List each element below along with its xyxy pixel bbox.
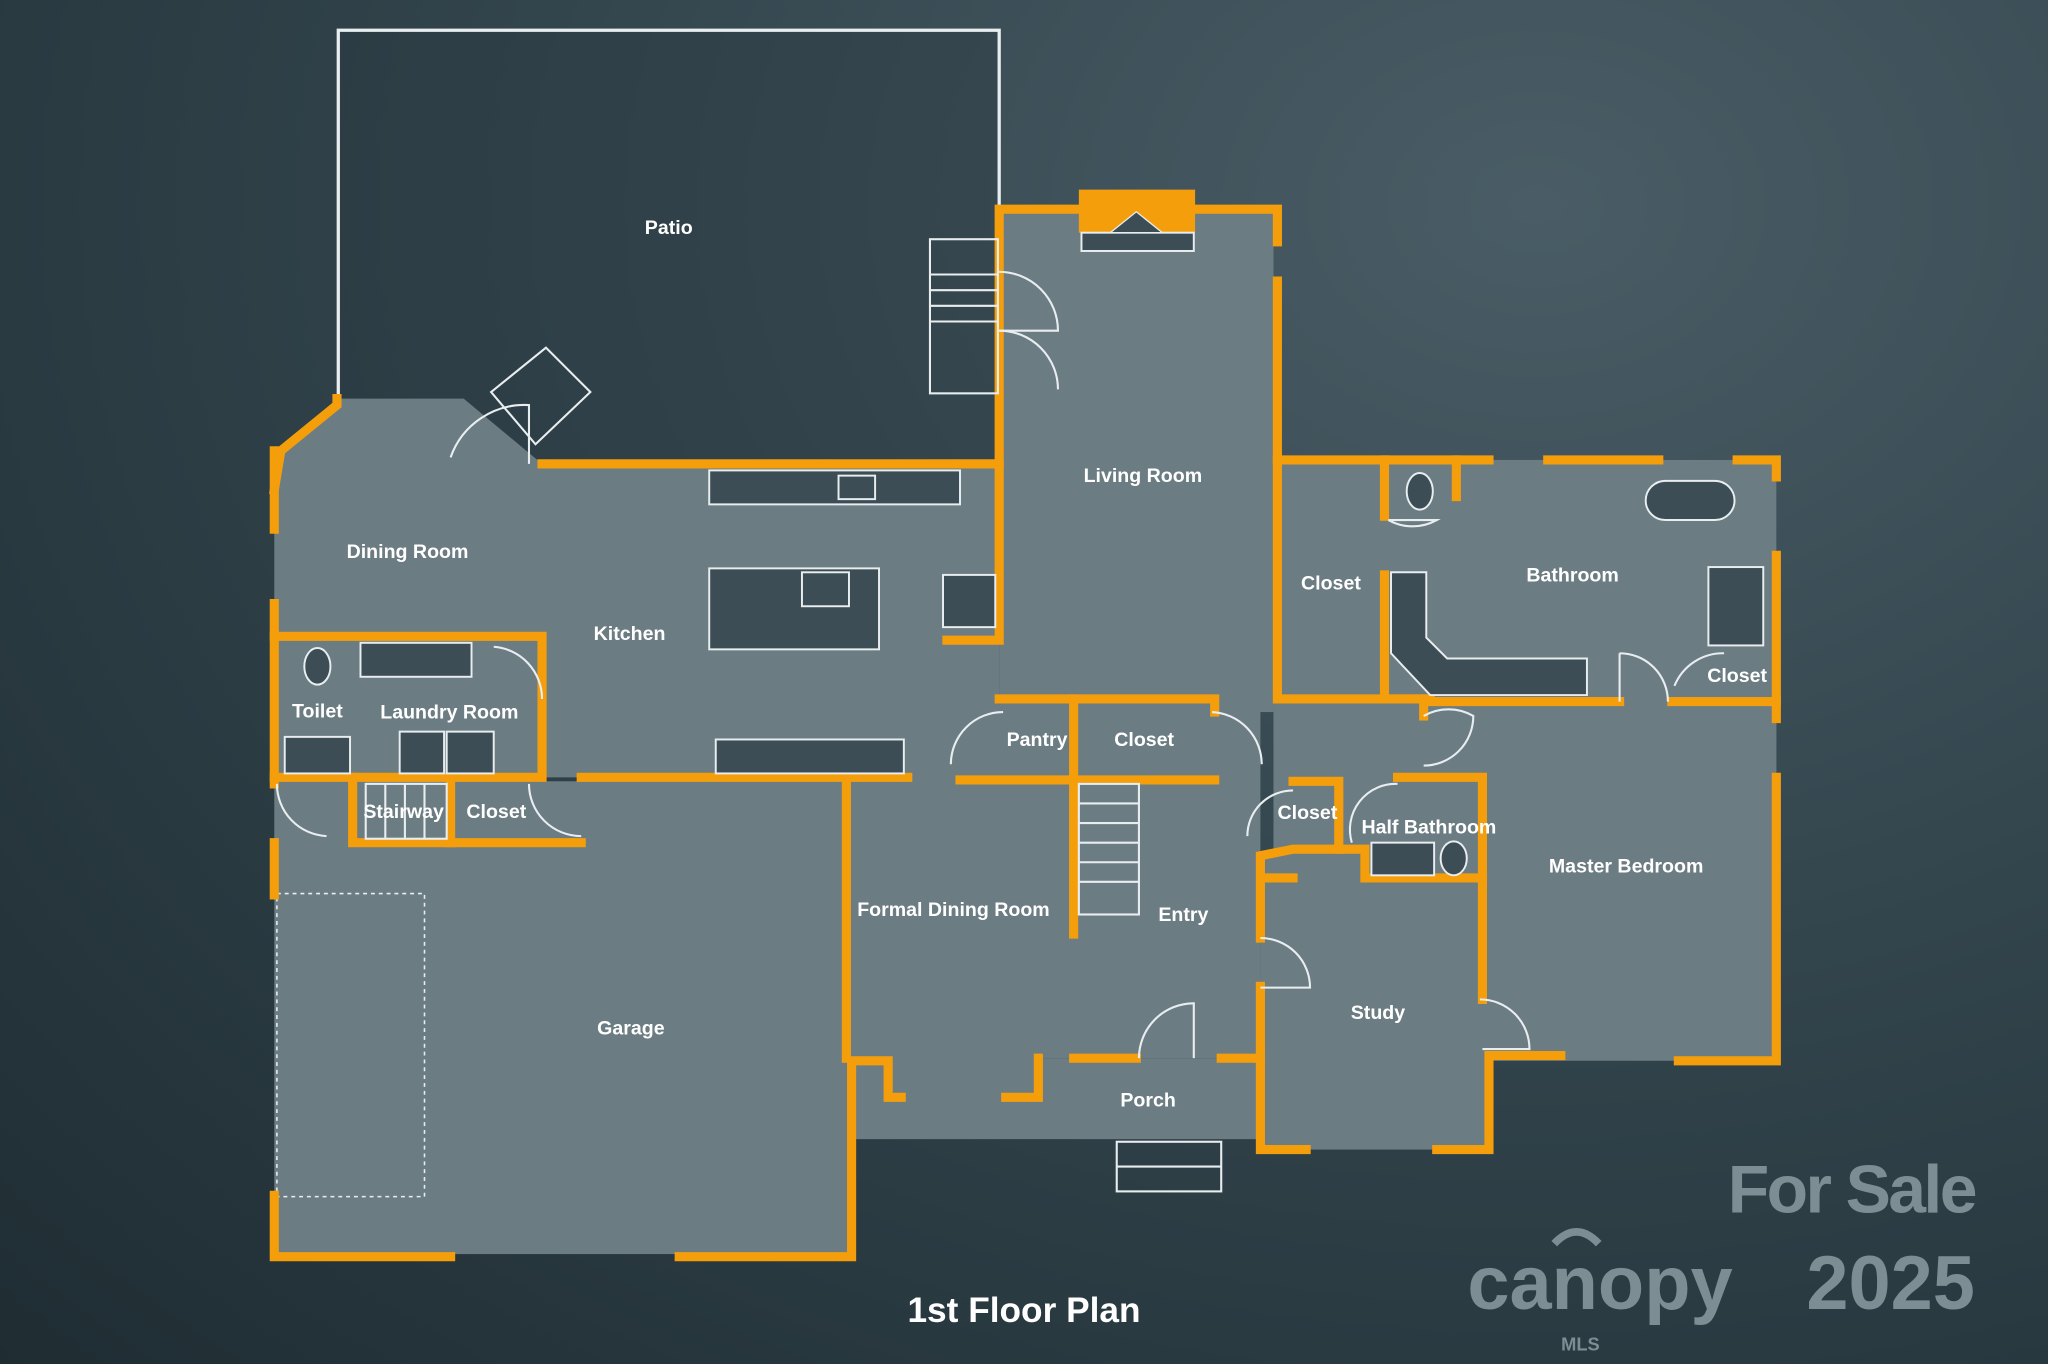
label-entry: Entry [1158,904,1208,926]
label-pantry: Pantry [1007,729,1068,751]
label-dining-room: Dining Room [347,541,469,563]
watermark-logo: For Sale 2025 canopy MLS [1467,1152,1978,1355]
watermark-brand: canopy [1467,1241,1732,1326]
label-closet-half: Closet [1278,802,1338,824]
parking-outline [276,892,426,1198]
label-closet-entry: Closet [1114,729,1174,751]
walls [269,204,1781,1262]
label-bathroom: Bathroom [1526,564,1618,586]
room-labels: Patio Living Room Dining Room Kitchen To… [292,217,1768,1111]
label-kitchen: Kitchen [594,623,666,645]
washer-icon [398,730,446,775]
vanity [1390,571,1588,697]
dryer-icon [445,730,495,775]
patio-outline [336,28,1001,466]
label-closet-master: Closet [1301,572,1361,594]
fixtures [283,469,1765,877]
label-garage: Garage [597,1018,665,1040]
plan-title: 1st Floor Plan [907,1291,1140,1330]
label-porch: Porch [1120,1089,1175,1111]
toilet-icon [303,647,332,686]
refrigerator-icon [942,573,997,629]
watermark-year: 2025 [1806,1241,1975,1326]
label-master-bedroom: Master Bedroom [1549,856,1703,878]
sink-icon [283,735,352,775]
shower-icon [1707,566,1765,647]
label-closet-bath: Closet [1707,665,1767,687]
label-laundry-room: Laundry Room [380,702,518,724]
watermark-brand-sub: MLS [1561,1334,1600,1355]
label-patio: Patio [645,217,693,239]
door-swings [275,270,1725,1059]
label-study: Study [1351,1002,1405,1024]
label-living-room: Living Room [1084,465,1203,487]
kitchen-counter [708,469,961,506]
label-formal-dining-room: Formal Dining Room [857,899,1050,921]
label-half-bathroom: Half Bathroom [1361,817,1496,839]
watermark-for-sale: For Sale [1728,1152,1976,1227]
fireplace-icon [1078,189,1196,252]
label-stairway: Stairway [363,801,444,823]
stairs-icon [364,238,1223,1193]
label-toilet: Toilet [292,700,343,722]
kitchen-island [708,567,880,651]
bathtub-icon [1644,479,1736,522]
label-closet-laundry: Closet [466,801,526,823]
